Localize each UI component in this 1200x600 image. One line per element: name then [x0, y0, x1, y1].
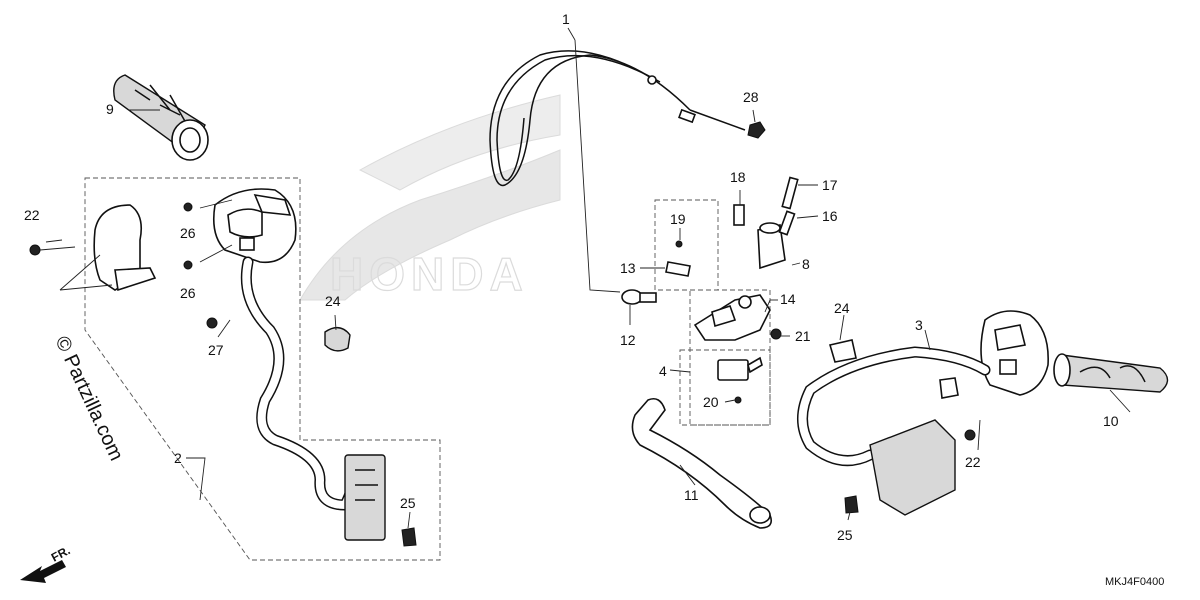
screw-26-top	[183, 202, 193, 212]
diagram-code: MKJ4F0400	[1105, 576, 1164, 588]
part-label-19: 19	[670, 211, 686, 227]
part-label-18: 18	[730, 169, 746, 185]
part-labels: 1 2 3 4 8 9 10 11 12 13 14 16 17 18 19 2…	[24, 11, 1119, 543]
leader-lines	[45, 27, 1131, 529]
part-label-10: 10	[1103, 413, 1119, 429]
part-label-4: 4	[659, 363, 667, 379]
right-wiring-harness	[797, 346, 991, 516]
screw-27	[206, 317, 218, 329]
left-wiring-harness	[240, 256, 386, 541]
part-label-28: 28	[743, 89, 759, 105]
part-label-1: 1	[562, 11, 570, 27]
honda-brand-text: HONDA	[330, 248, 529, 300]
left-switch-group-outline	[84, 177, 441, 561]
part-label-25-left: 25	[400, 495, 416, 511]
part-label-26-top: 26	[180, 225, 196, 241]
clutch-cable	[489, 50, 746, 187]
part-label-16: 16	[822, 208, 838, 224]
clutch-lever-group-outline	[689, 289, 771, 426]
right-switch-housing	[980, 310, 1049, 396]
screw-26-bottom	[183, 260, 193, 270]
part-label-14: 14	[780, 291, 796, 307]
front-direction-indicator: FR.	[20, 543, 72, 583]
part-label-3: 3	[915, 317, 923, 333]
left-switch-housing	[212, 188, 297, 264]
clip-25-left	[401, 527, 417, 547]
left-switch-cover	[93, 204, 157, 292]
left-grip	[113, 74, 209, 161]
screw-22-right	[964, 429, 976, 441]
lever-bolt-holder-8	[757, 222, 786, 270]
part-label-9: 9	[106, 101, 114, 117]
nut-28	[747, 121, 766, 139]
cap-24-left	[324, 327, 351, 352]
part-label-13: 13	[620, 260, 636, 276]
clip-24-right	[828, 339, 857, 363]
nut-21	[770, 328, 782, 340]
clutch-lever-bracket	[693, 294, 771, 341]
part-label-21: 21	[795, 328, 811, 344]
part-label-27: 27	[208, 342, 224, 358]
part-label-11: 11	[684, 487, 699, 503]
clutch-switch	[717, 356, 763, 381]
partzilla-watermark: © Partzilla.com	[50, 333, 127, 464]
lever-pivot-holder-13	[665, 261, 691, 277]
part-label-22-left: 22	[24, 207, 40, 223]
screw-19	[675, 240, 683, 248]
part-label-26-bottom: 26	[180, 285, 196, 301]
clutch-lever	[631, 397, 773, 529]
part-label-24-right: 24	[834, 300, 850, 316]
bolt-12	[621, 289, 657, 305]
right-grip	[1053, 353, 1169, 393]
part-label-20: 20	[703, 394, 719, 410]
part-label-12: 12	[620, 332, 636, 348]
part-label-25-right: 25	[837, 527, 853, 543]
front-label: FR.	[49, 543, 73, 564]
part-label-22-right: 22	[965, 454, 981, 470]
screw-22-left	[29, 244, 76, 256]
bolt-18	[733, 204, 745, 226]
part-label-24-left: 24	[325, 293, 341, 309]
bolt-17	[781, 176, 799, 210]
part-label-2: 2	[174, 450, 182, 466]
clip-25-right	[844, 495, 859, 514]
part-label-17: 17	[822, 177, 838, 193]
screw-20	[734, 396, 742, 404]
part-label-8: 8	[802, 256, 810, 272]
front-arrow-icon	[20, 560, 66, 583]
bolt-16	[778, 210, 796, 236]
honda-brand-background: HONDA	[299, 94, 561, 301]
